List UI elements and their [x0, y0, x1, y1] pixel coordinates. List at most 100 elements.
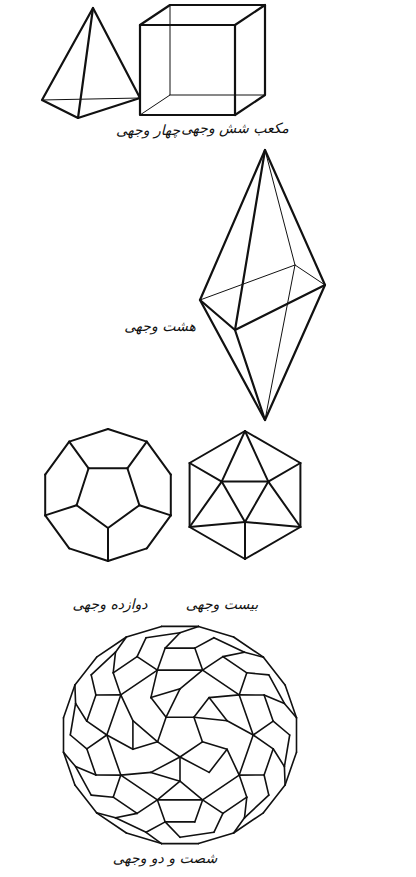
- edge-stroke: [209, 698, 227, 721]
- tetrahedron: [42, 8, 140, 118]
- edge-stroke: [74, 685, 76, 703]
- shape-label: دوازده وجهی: [72, 596, 147, 613]
- edge-stroke: [245, 431, 268, 482]
- shape-label: بیست وجهی: [186, 596, 258, 613]
- edge-stroke: [166, 689, 180, 717]
- edge-stroke: [273, 721, 290, 735]
- edge-stroke: [137, 657, 157, 671]
- dodecahedron: [45, 429, 171, 561]
- edge-stroke: [91, 675, 96, 695]
- edge-stroke: [108, 505, 139, 528]
- edge-stroke: [69, 429, 108, 442]
- edge-stroke: [165, 822, 180, 837]
- edge-stroke: [203, 775, 240, 800]
- edge-stroke: [45, 442, 69, 475]
- edge-stroke: [190, 482, 222, 527]
- edge-stroke: [133, 742, 158, 750]
- edge-stroke: [91, 652, 115, 675]
- edge-stroke: [113, 652, 115, 673]
- edge-stroke: [157, 799, 202, 801]
- edge-stroke: [199, 833, 234, 844]
- edge-stroke: [222, 482, 245, 522]
- edge-stroke: [107, 695, 121, 735]
- edge-stroke: [63, 718, 65, 752]
- edge-stroke: [264, 695, 284, 703]
- edge-stroke: [203, 800, 223, 814]
- edge-stroke: [108, 429, 147, 442]
- edge-stroke: [69, 548, 108, 561]
- edge-stroke: [77, 468, 89, 505]
- edge-stroke: [70, 735, 87, 749]
- edge-stroke: [194, 698, 209, 718]
- edge-stroke: [127, 468, 139, 505]
- edge-stroke: [195, 800, 203, 822]
- edge-stroke: [69, 442, 88, 469]
- edge-stroke: [91, 795, 113, 797]
- edge-stroke: [116, 813, 138, 817]
- edge-stroke: [245, 795, 269, 818]
- edge-stroke: [96, 774, 121, 776]
- edge-stroke: [180, 832, 214, 837]
- edge-stroke: [166, 716, 194, 718]
- edge-stroke: [180, 626, 199, 632]
- edge-stroke: [147, 515, 171, 548]
- rhombicosidodecahedron: [64, 626, 297, 843]
- edge-stroke: [132, 721, 134, 750]
- edge-stroke: [165, 633, 180, 648]
- edge-stroke: [76, 767, 96, 775]
- edge-stroke: [190, 522, 245, 527]
- edge-stroke: [75, 785, 97, 813]
- edge-stroke: [97, 637, 127, 657]
- edge-stroke: [227, 721, 253, 735]
- edge-stroke: [77, 505, 108, 528]
- edge-stroke: [239, 673, 247, 695]
- edge-stroke: [116, 637, 127, 652]
- edge-stroke: [157, 648, 165, 670]
- edge-stroke: [151, 698, 166, 718]
- edge-stroke: [89, 467, 128, 469]
- edge-stroke: [239, 774, 264, 776]
- edge-stroke: [245, 527, 300, 559]
- edge-stroke: [245, 797, 247, 818]
- edge-stroke: [116, 818, 147, 833]
- edge-stroke: [64, 752, 76, 766]
- edge-stroke: [147, 442, 171, 475]
- edge-stroke: [157, 781, 180, 800]
- edge-stroke: [76, 703, 87, 721]
- edge-stroke: [113, 797, 137, 813]
- edge-stroke: [234, 818, 245, 833]
- edge-stroke: [126, 626, 161, 637]
- edge-stroke: [222, 431, 245, 482]
- edge-stroke: [195, 638, 214, 648]
- edge-stroke: [76, 767, 92, 796]
- edge-stroke: [195, 648, 203, 670]
- edge-stroke: [253, 721, 273, 735]
- edge-stroke: [64, 685, 75, 718]
- edge-stroke: [113, 775, 121, 797]
- edge-stroke: [127, 442, 146, 469]
- edge-stroke: [107, 528, 109, 561]
- cube: [140, 5, 265, 115]
- edge-stroke: [158, 717, 167, 742]
- edge-stroke: [223, 657, 247, 673]
- edge-stroke: [190, 527, 245, 559]
- edge-stroke: [87, 735, 107, 749]
- edge-stroke: [139, 505, 170, 515]
- edge-stroke: [70, 703, 75, 735]
- edge-stroke: [227, 749, 239, 775]
- edge-stroke: [157, 669, 202, 671]
- edge-stroke: [126, 833, 161, 844]
- edge-stroke: [162, 626, 199, 628]
- edge-stroke: [285, 752, 296, 785]
- edge-stroke: [157, 800, 165, 822]
- octahedron: [200, 150, 325, 420]
- edge-stroke: [284, 735, 289, 767]
- edge-stroke: [170, 475, 172, 516]
- edge-stroke: [285, 685, 296, 718]
- edge-stroke: [121, 772, 151, 775]
- edge-stroke: [165, 647, 195, 649]
- edge-stroke: [234, 813, 264, 833]
- edge-stroke: [137, 638, 146, 657]
- edge-stroke: [209, 749, 227, 772]
- edge-stroke: [239, 775, 247, 797]
